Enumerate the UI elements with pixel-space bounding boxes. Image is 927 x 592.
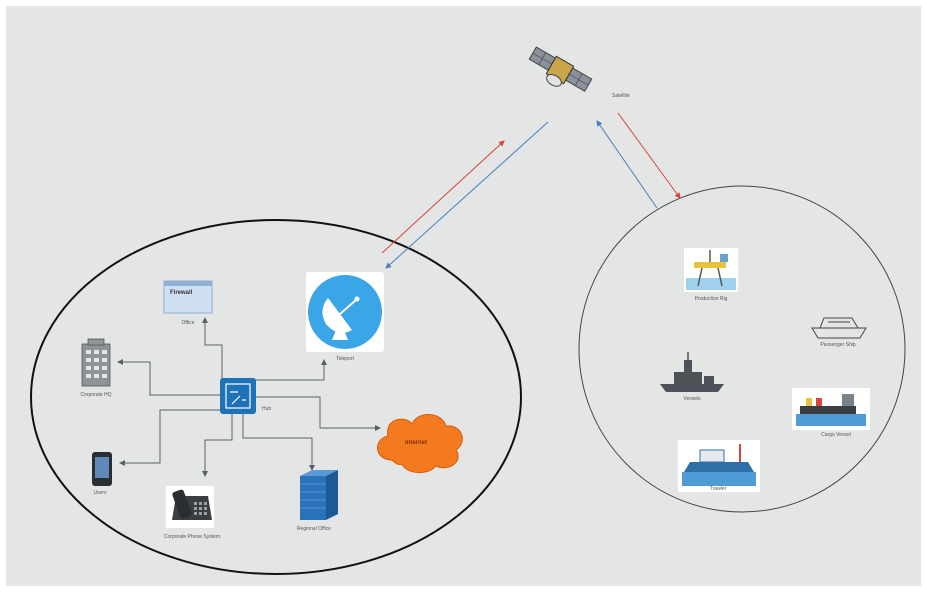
link-hub-to-corporate-hq (117, 359, 222, 396)
internet-label: Internet (405, 440, 428, 446)
corporate-hq-label: Corporate HQ (80, 392, 112, 398)
link-hub-to-mobile (119, 409, 222, 466)
link-hub-to-phone (202, 413, 233, 477)
uplink-teleport-to-satellite (381, 140, 505, 254)
cargo-vessel-icon (792, 388, 870, 430)
office-tower-icon (300, 470, 338, 520)
satellite-dish-icon (306, 272, 384, 352)
diagram-background (6, 6, 921, 586)
satellite-label: Satellite (612, 93, 630, 99)
office-screen-text: Firewall (170, 290, 193, 296)
teleport-label: Teleport (336, 356, 354, 362)
uplink-remote-to-satellite (596, 120, 658, 209)
regional-office-label: Regional Office (296, 526, 332, 532)
link-hub-to-teleport (255, 359, 327, 381)
remote-sites-boundary (578, 185, 906, 513)
downlink-satellite-to-teleport (385, 121, 549, 269)
offshore-rig-label: Production Rig (694, 296, 728, 302)
satellite-icon (528, 46, 593, 92)
downlink-satellite-to-remote (617, 112, 681, 199)
trawler-label: Trawler (709, 486, 727, 492)
mobile-phone-icon (92, 452, 112, 486)
office-label: Office (181, 320, 195, 326)
link-hub-to-regional (242, 413, 315, 471)
building-icon (81, 338, 111, 387)
mobile-label: Users (93, 490, 107, 496)
desk-phone-icon (166, 486, 214, 528)
link-hub-to-office (202, 317, 223, 388)
military-vessel-icon (660, 352, 724, 392)
cargo-vessel-label: Cargo Vessel (821, 432, 851, 438)
hub-switch-icon (220, 378, 256, 414)
hub-label: Hub (262, 406, 272, 412)
internet-cloud-icon (377, 414, 463, 473)
phone-system-label: Corporate Phone System (163, 534, 221, 540)
office-monitor-icon (163, 280, 213, 314)
corporate-network-boundary (30, 219, 522, 575)
link-hub-to-internet (255, 396, 381, 431)
hub-connectors (117, 317, 381, 477)
passenger-ship-icon (811, 317, 867, 339)
trawler-icon (678, 440, 760, 492)
offshore-rig-icon (684, 248, 738, 292)
passenger-ship-label: Passenger Ship (820, 342, 856, 348)
military-vessel-label: Vessels (683, 396, 701, 402)
